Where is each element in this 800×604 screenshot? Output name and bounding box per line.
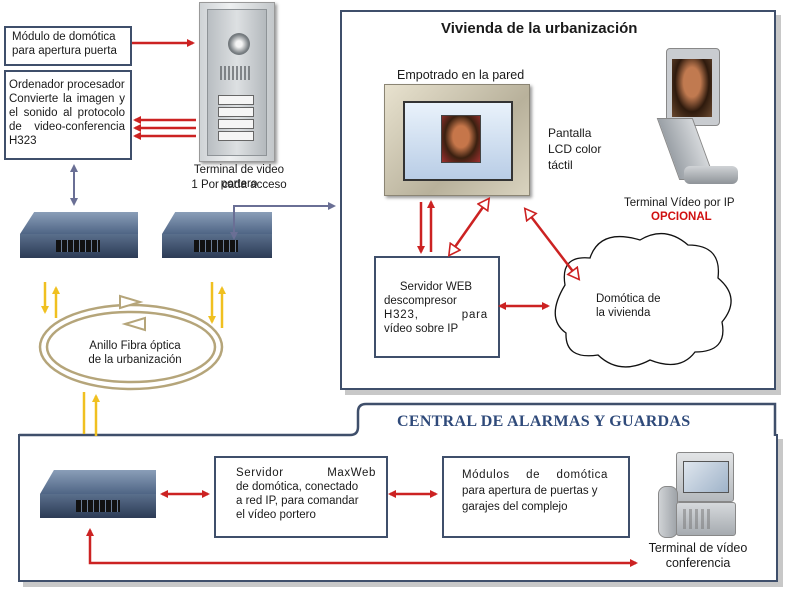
empotrado-label: Empotrado en la pared [397, 68, 525, 82]
ordenador-line-2: Convierte la imagen y [9, 93, 125, 105]
anillo-line-2: de la urbanización [88, 354, 182, 366]
pantalla-line-3: táctil [548, 158, 573, 172]
network-switch-3 [40, 470, 156, 522]
call-button-3[interactable] [218, 119, 254, 129]
terminal-portero-line-2: 1 Por cada acceso [191, 179, 287, 191]
servidor-maxweb-line-1: Servidor MaxWeb [236, 467, 376, 479]
servidor-maxweb-box [214, 456, 388, 538]
domotica-vivienda-line-2: la vivienda [596, 307, 651, 319]
pantalla-line-2: LCD color [548, 142, 602, 156]
video-call-face-icon [441, 115, 481, 163]
ordenador-box [4, 70, 132, 160]
camera-icon [228, 33, 250, 55]
servidor-web-line-1: Servidor WEB [399, 281, 473, 293]
terminal-conf-line-2: conferencia [665, 556, 731, 570]
servidor-maxweb-line-2: de domótica, conectado [236, 481, 359, 493]
terminal-conf-line-1: Terminal de vídeo [648, 541, 748, 555]
touch-screen-image [384, 84, 530, 196]
video-portero-image [199, 2, 275, 162]
modulos-garajes-line-3: garajes del complejo [462, 501, 568, 513]
servidor-maxweb-line-3: a red IP, para comandar [236, 495, 359, 507]
call-button-1[interactable] [218, 95, 254, 105]
terminal-portero-line-1: Terminal de video portero [193, 164, 285, 190]
conference-phone-image [654, 452, 738, 538]
call-button-2[interactable] [218, 107, 254, 117]
ordenador-line-5: H323 [9, 135, 37, 147]
servidor-web-line-3: H323, para [384, 309, 488, 321]
opcional-label: OPCIONAL [651, 211, 712, 223]
central-title: CENTRAL DE ALARMAS Y GUARDAS [397, 413, 691, 430]
ordenador-line-4: de video-conferencia [9, 121, 125, 133]
pantalla-line-1: Pantalla [548, 126, 592, 140]
anillo-line-1: Anillo Fibra óptica [89, 340, 181, 352]
ip-video-phone-image [656, 48, 740, 188]
servidor-web-line-2: descompresor [384, 295, 457, 307]
servidor-maxweb-line-4: el vídeo portero [236, 509, 316, 521]
modulos-garajes-line-2: para apertura de puertas y [462, 485, 598, 497]
ordenador-line-3: el sonido al protocolo [9, 107, 125, 119]
servidor-web-line-4: vídeo sobre IP [384, 323, 459, 335]
network-switch-1 [20, 212, 138, 262]
ordenador-line-1: Ordenador procesador [9, 79, 125, 91]
servidor-web-box [374, 256, 500, 358]
vivienda-title: Vivienda de la urbanización [441, 20, 638, 37]
call-button-4[interactable] [218, 131, 254, 141]
modulo-puerta-box [4, 26, 132, 66]
speaker-grille-icon [220, 66, 250, 80]
terminal-ip-label: Terminal Vídeo por IP [624, 197, 735, 209]
modulo-puerta-text: Módulo de domótica para apertura puerta [12, 31, 117, 57]
domotica-vivienda-line-1: Domótica de [596, 293, 661, 305]
modulos-garajes-line-1: Módulos de domótica [462, 469, 608, 481]
network-switch-2 [162, 212, 272, 262]
